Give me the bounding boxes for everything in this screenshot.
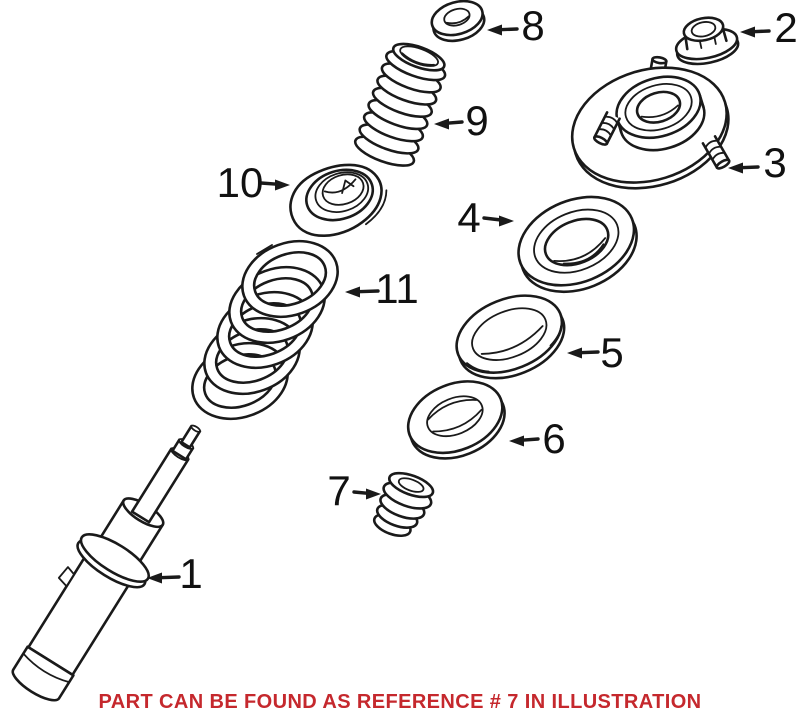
- callout-11: 11: [345, 265, 419, 312]
- strut-tip-top: [190, 424, 201, 433]
- part-bump-stop: [372, 471, 435, 538]
- callout-4-number: 4: [457, 194, 480, 241]
- callout-2: 2: [740, 4, 798, 51]
- callout-1-number: 1: [179, 550, 202, 597]
- part-spring-seat-pad: [289, 163, 388, 238]
- strut-seat-upper: [79, 533, 150, 583]
- part-strut: [11, 424, 202, 702]
- callout-7-arrowhead: [366, 488, 381, 500]
- pad-thickness-line: [365, 189, 388, 226]
- callout-10-arrowhead: [275, 179, 290, 191]
- part-bearing-seat: [517, 195, 638, 294]
- caption-text: PART CAN BE FOUND AS REFERENCE # 7 IN IL…: [99, 691, 702, 713]
- callout-10-arrow: [259, 181, 279, 186]
- callout-7-number: 7: [327, 467, 350, 514]
- callout-4: 4: [457, 194, 514, 241]
- callout-9-arrow: [445, 120, 464, 125]
- strut-rod: [130, 447, 190, 524]
- callout-1-arrowhead: [147, 572, 162, 584]
- callout-8-arrow: [498, 27, 519, 32]
- callout-11-number: 11: [375, 265, 419, 312]
- callout-8-arrowhead: [487, 24, 502, 36]
- callout-11-arrowhead: [345, 286, 360, 298]
- part-strut-mount: [570, 54, 732, 190]
- callout-1: 1: [147, 550, 203, 597]
- pad5-hole: [471, 307, 548, 361]
- pad5-contours: [466, 325, 562, 373]
- boot-opening: [399, 45, 439, 67]
- callout-9-arrowhead: [434, 118, 449, 130]
- pad6-contours: [427, 399, 483, 433]
- bearing-hole-depth: [553, 237, 607, 265]
- callout-2-number: 2: [774, 4, 797, 51]
- spring-wire-end: [256, 244, 273, 255]
- callout-11-arrow: [356, 289, 380, 294]
- callout-10: 10: [217, 159, 290, 206]
- pad-notch: [323, 178, 357, 194]
- pad6-hole: [426, 395, 484, 438]
- callout-5-arrow: [578, 350, 600, 355]
- callout-6: 6: [509, 415, 566, 462]
- strut-bracket-tab: [57, 566, 75, 588]
- part-spring-pad-upper: [455, 294, 566, 380]
- bumpstop-hole: [397, 477, 425, 493]
- callout-7-arrow: [352, 490, 370, 495]
- part-coil-spring: [180, 227, 350, 433]
- callout-8-number: 8: [521, 2, 544, 49]
- callout-4-arrowhead: [499, 215, 514, 227]
- callout-5-arrowhead: [567, 347, 582, 359]
- callout-1-arrow: [158, 575, 181, 580]
- washer-hole-depth: [445, 15, 470, 25]
- callout-6-arrow: [520, 437, 540, 442]
- callout-5: 5: [567, 329, 624, 376]
- boss-step-ring: [624, 83, 693, 132]
- callout-7: 7: [327, 467, 381, 514]
- callout-5-number: 5: [600, 329, 623, 376]
- bearing-race-ring: [533, 208, 620, 274]
- strut-cap-line: [22, 652, 71, 684]
- callout-3-arrowhead: [728, 162, 743, 174]
- callout-4-arrow: [482, 216, 503, 222]
- callout-6-arrowhead: [509, 435, 524, 447]
- strut-bottom-cap: [11, 645, 75, 702]
- callout-3-arrow: [739, 165, 760, 170]
- callouts: 1 2 3 4 5: [147, 2, 798, 597]
- part-dust-boot: [350, 42, 450, 173]
- part-washer: [430, 0, 486, 43]
- callout-2-arrow: [751, 29, 771, 34]
- callout-3-number: 3: [763, 139, 786, 186]
- boss-hole: [635, 90, 682, 124]
- part-spring-pad-lower: [406, 380, 506, 460]
- callout-9: 9: [434, 97, 489, 144]
- part-flange-nut: [674, 16, 740, 66]
- callout-9-number: 9: [465, 97, 488, 144]
- boot-opening-depth: [401, 52, 435, 66]
- callout-6-number: 6: [542, 415, 565, 462]
- callout-10-number: 10: [217, 159, 264, 206]
- bearing-hole: [543, 217, 610, 267]
- nut-hole: [690, 21, 717, 38]
- callout-3: 3: [728, 139, 787, 186]
- callout-2-arrowhead: [740, 26, 755, 38]
- callout-8: 8: [487, 2, 545, 49]
- boss-hole-depth: [640, 104, 679, 118]
